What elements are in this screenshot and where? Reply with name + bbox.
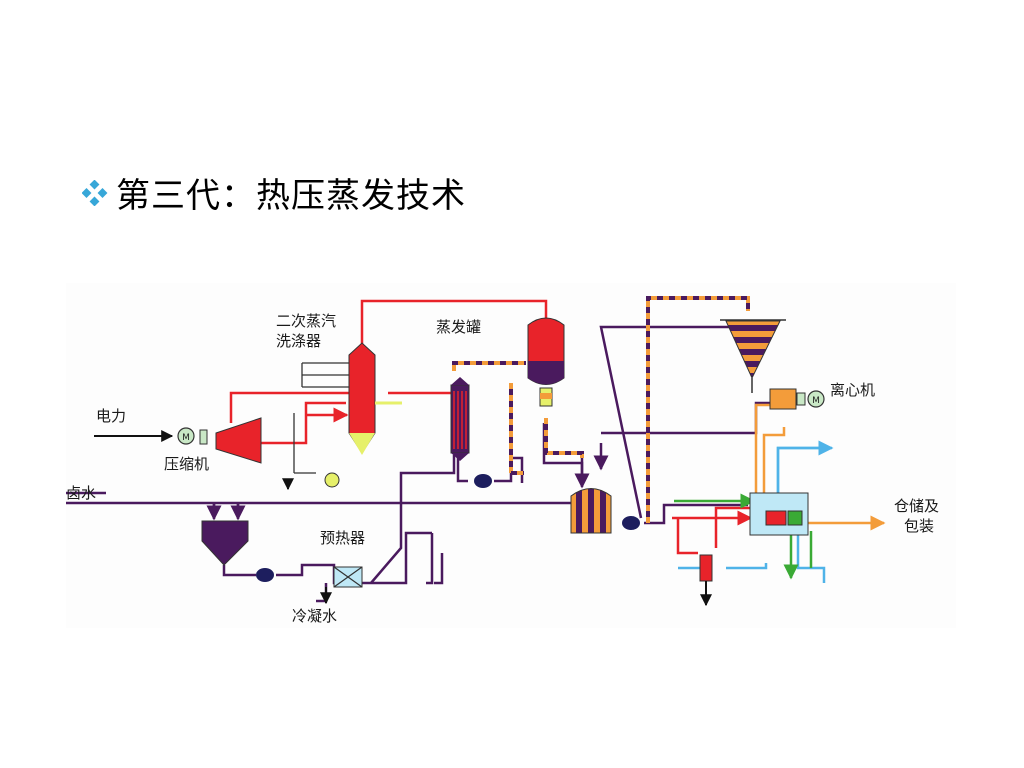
label-brine: 卤水	[66, 484, 96, 502]
label-compressor: 压缩机	[164, 455, 209, 473]
steam-scrubber	[282, 342, 402, 491]
label-storage: 仓储及	[894, 497, 939, 515]
label-packaging: 包装	[904, 517, 934, 535]
label-secondary-steam: 二次蒸汽	[276, 312, 336, 330]
compressor: M	[177, 417, 262, 464]
diamond-bullet-icon	[82, 179, 108, 206]
slurry-lines	[452, 296, 750, 523]
motor-icon-2: M	[812, 396, 820, 406]
steam-lines	[229, 299, 756, 555]
label-power: 电力	[96, 407, 126, 425]
dryer	[749, 492, 809, 536]
air-heater	[699, 554, 713, 607]
label-preheater: 预热器	[320, 529, 365, 547]
evaporator	[527, 317, 565, 407]
process-flow-svg: M	[66, 283, 956, 628]
brine-hopper	[201, 520, 274, 582]
heat-exchanger	[450, 377, 492, 488]
label-condensate: 冷凝水	[292, 607, 337, 625]
slide-title: 第三代：热压蒸发技术	[82, 168, 466, 217]
preheater	[320, 566, 363, 605]
hydrocyclone	[720, 319, 786, 393]
label-scrubber: 洗涤器	[276, 332, 321, 350]
process-flow-diagram: M	[66, 283, 956, 628]
page-title: 第三代：热压蒸发技术	[116, 176, 466, 216]
label-centrifuge: 离心机	[830, 381, 875, 399]
label-evaporator: 蒸发罐	[436, 318, 481, 336]
motor-icon: M	[182, 433, 190, 443]
centrifuge: M	[769, 388, 825, 410]
thickener-tank	[570, 488, 640, 534]
